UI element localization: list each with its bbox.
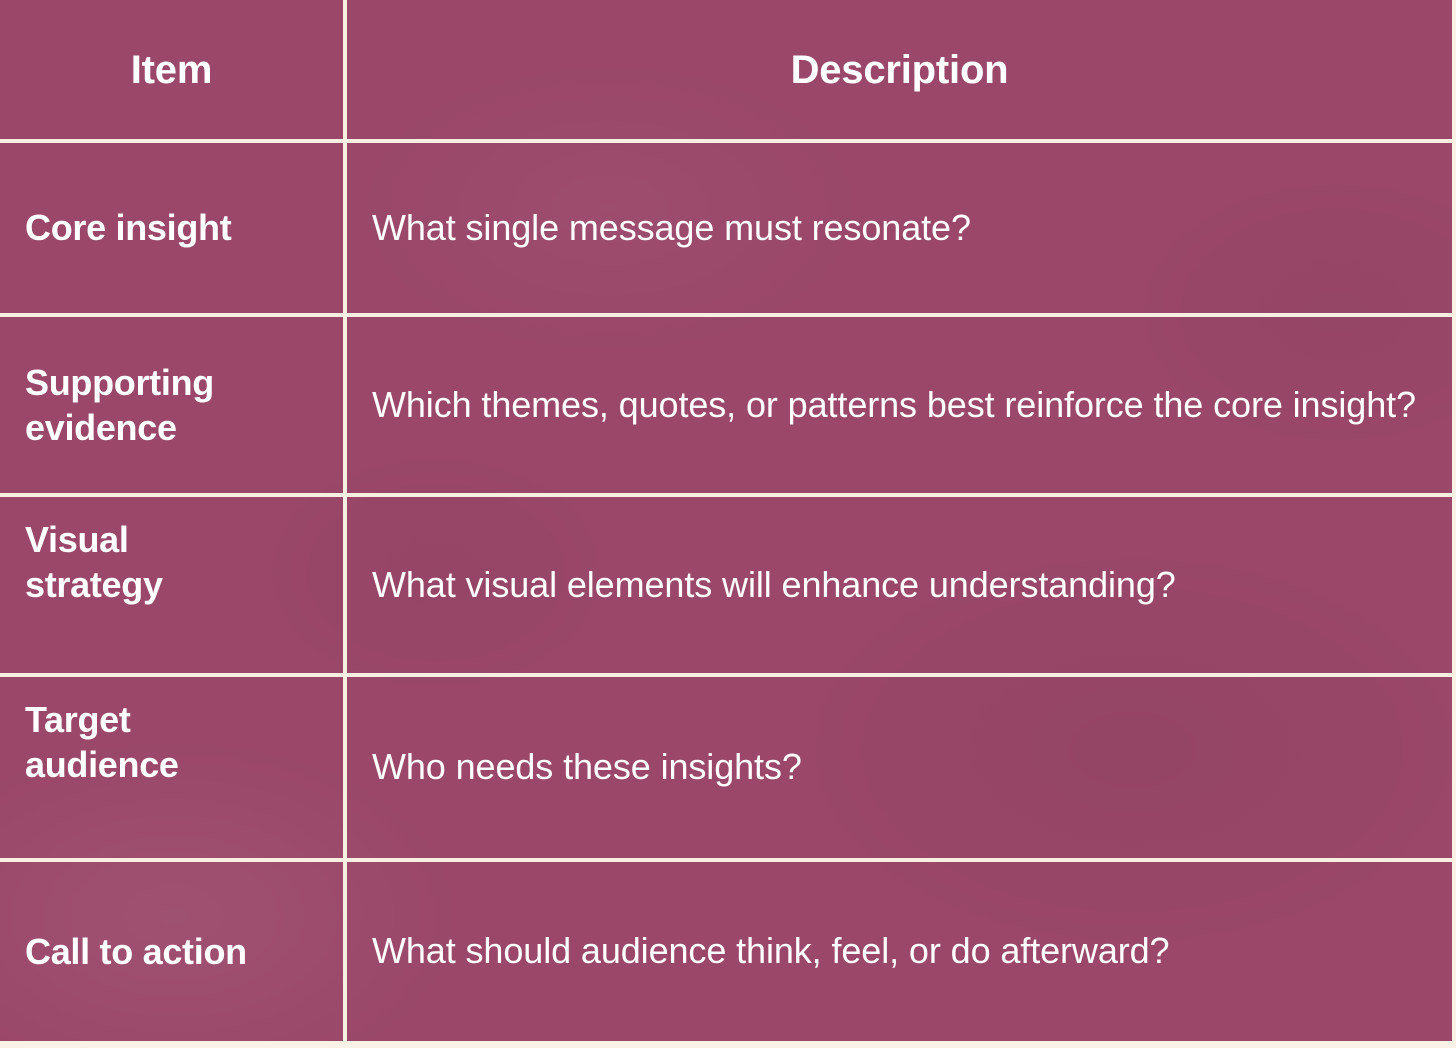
table-header-row: Item Description xyxy=(0,0,1452,143)
row-item-cell: Target audience xyxy=(0,677,347,858)
row-item-label: Target audience xyxy=(25,699,179,786)
row-description-cell: Which themes, quotes, or patterns best r… xyxy=(347,317,1452,493)
row-item-label: Core insight xyxy=(25,207,232,249)
row-item-label: Call to action xyxy=(25,930,247,972)
row-description-cell: What visual elements will enhance unders… xyxy=(347,497,1452,673)
table-row: Call to action What should audience thin… xyxy=(0,862,1452,1041)
row-item-cell: Call to action xyxy=(0,862,347,1041)
row-item-cell: Visual strategy xyxy=(0,497,347,673)
row-description-text: Which themes, quotes, or patterns best r… xyxy=(372,383,1416,425)
row-description-text: Who needs these insights? xyxy=(372,746,802,788)
table-row: Core insight What single message must re… xyxy=(0,143,1452,317)
header-cell-item: Item xyxy=(0,0,347,139)
row-description-text: What should audience think, feel, or do … xyxy=(372,930,1170,972)
row-description-text: What single message must resonate? xyxy=(372,206,971,248)
table-row: Visual strategy What visual elements wil… xyxy=(0,497,1452,677)
table-row: Target audience Who needs these insights… xyxy=(0,677,1452,862)
column-header-item: Item xyxy=(130,47,213,92)
row-item-cell: Supporting evidence xyxy=(0,317,347,493)
header-cell-description: Description xyxy=(347,0,1452,139)
row-description-cell: Who needs these insights? xyxy=(347,677,1452,858)
row-description-cell: What single message must resonate? xyxy=(347,143,1452,313)
row-item-label: Supporting evidence xyxy=(25,361,214,448)
row-item-label: Visual strategy xyxy=(25,519,163,606)
row-item-cell: Core insight xyxy=(0,143,347,313)
row-description-text: What visual elements will enhance unders… xyxy=(372,563,1176,605)
table-row: Supporting evidence Which themes, quotes… xyxy=(0,317,1452,497)
row-description-cell: What should audience think, feel, or do … xyxy=(347,862,1452,1041)
column-header-description: Description xyxy=(790,47,1009,92)
